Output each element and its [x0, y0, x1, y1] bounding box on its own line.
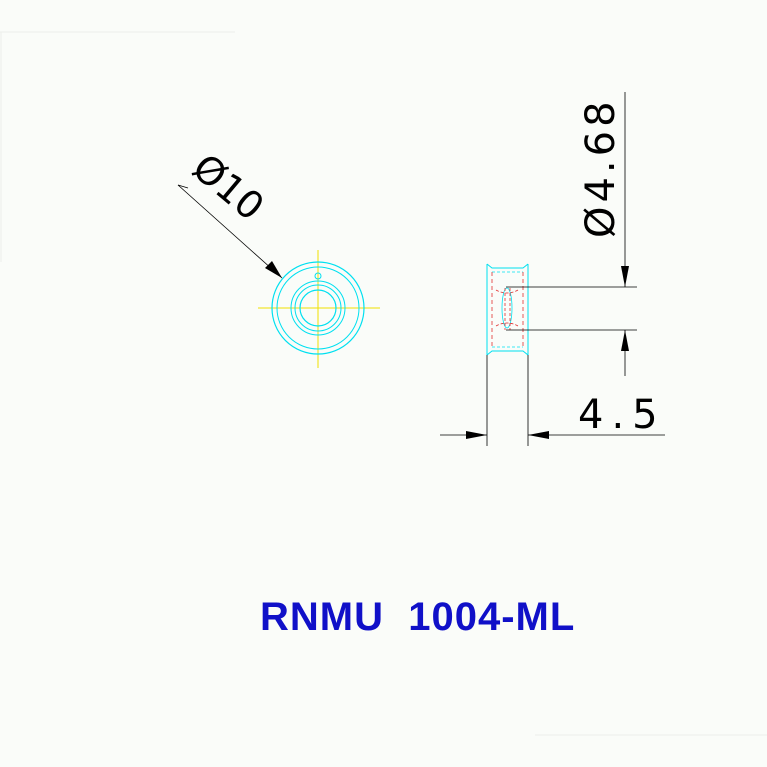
side-bottom-chamfer [486, 350, 529, 356]
bore-diameter-label: Ø4.68 [578, 97, 624, 238]
bore-arrowhead-top [621, 266, 629, 287]
part-number-title: RNMU 1004-ML [260, 595, 575, 639]
bore-arrowhead-bottom [621, 330, 629, 351]
hidden-bore-bottom [495, 322, 519, 327]
side-roller-outline [501, 287, 513, 329]
side-top-chamfer [486, 263, 529, 269]
od-leader-tail [177, 184, 189, 189]
width-arrowhead-left [466, 431, 487, 439]
width-label: 4.5 [578, 392, 666, 438]
width-arrowhead-right [528, 431, 549, 439]
outer-ring-circle [271, 261, 365, 355]
od-arrowhead [265, 261, 282, 278]
bore-circle [299, 289, 337, 327]
inner-ring-outer-circle [290, 280, 346, 336]
side-view: Ø4.68 4.5 [440, 92, 666, 446]
inner-ring-circle [294, 284, 342, 332]
front-view: Ø10 [177, 145, 380, 368]
od-leader-line [177, 184, 283, 279]
outer-ring-inner-circle [276, 266, 360, 350]
lube-hole-circle [314, 272, 322, 280]
hidden-bore-top [495, 289, 519, 294]
outer-diameter-label: Ø10 [184, 145, 272, 229]
